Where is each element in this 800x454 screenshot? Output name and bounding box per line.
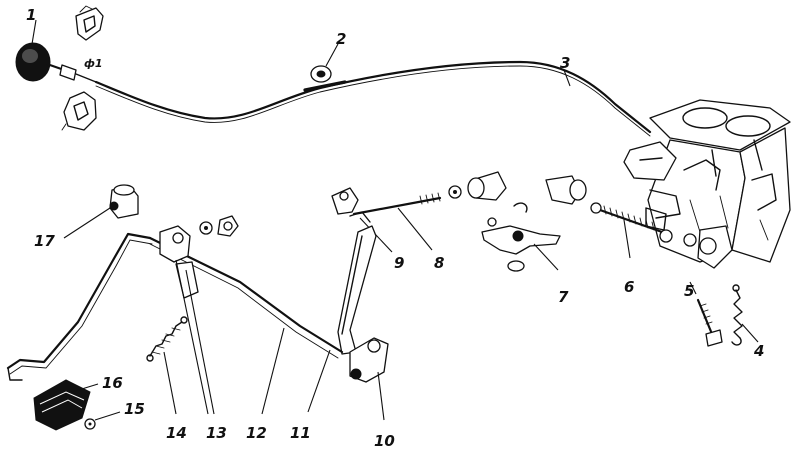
part-12-pedal-shaft <box>148 236 344 415</box>
part-17-bump-stop <box>63 184 139 239</box>
label-13: 13 <box>206 424 227 442</box>
label-10: 10 <box>374 432 395 450</box>
label-7: 7 <box>558 288 569 306</box>
label-9: 9 <box>394 254 404 272</box>
label-16: 16 <box>102 374 123 392</box>
part-2-grommet <box>310 65 332 83</box>
label-4: 4 <box>753 342 764 360</box>
part-5-screw <box>689 281 723 347</box>
label-12: 12 <box>246 424 267 442</box>
nut-and-washer <box>199 215 239 237</box>
part-9-rod-end <box>331 187 393 253</box>
part-16-pedal-pad <box>33 379 99 431</box>
svg-text:ф1: ф1 <box>84 57 103 70</box>
label-1: 1 <box>26 6 36 24</box>
ball-socket-right <box>545 175 587 205</box>
label-15: 15 <box>124 400 145 418</box>
part-8-pull-rod <box>352 192 442 251</box>
label-5: 5 <box>684 282 694 300</box>
part-1-choke-knob: ф1 <box>15 42 103 83</box>
label-17: 17 <box>34 232 55 250</box>
part-4-spring <box>731 284 759 346</box>
part-15-washer <box>84 411 121 430</box>
part-7-intermediate-lever <box>481 217 561 272</box>
ball-socket-left <box>448 171 507 201</box>
label-6: 6 <box>624 278 634 296</box>
carburetor-assembly <box>623 99 791 269</box>
leader-1 <box>31 19 37 45</box>
cable-clip-upper <box>75 5 104 41</box>
part-14-return-spring <box>146 316 188 415</box>
part-6-adjusting-screw <box>590 202 673 259</box>
leader-2 <box>325 43 339 67</box>
part-11-accelerator-lever <box>307 225 377 413</box>
label-3: 3 <box>560 54 570 72</box>
label-11: 11 <box>290 424 311 442</box>
part-3-choke-cable <box>94 60 652 137</box>
cable-clip-lower <box>61 91 97 131</box>
part-10-lever-bracket <box>349 337 389 421</box>
part-13-shaft-bracket <box>159 225 215 415</box>
label-8: 8 <box>434 254 444 272</box>
small-clip <box>513 202 528 213</box>
label-2: 2 <box>336 30 346 48</box>
pedal-arm <box>6 232 153 381</box>
leader-3 <box>563 69 571 87</box>
label-14: 14 <box>166 424 187 442</box>
